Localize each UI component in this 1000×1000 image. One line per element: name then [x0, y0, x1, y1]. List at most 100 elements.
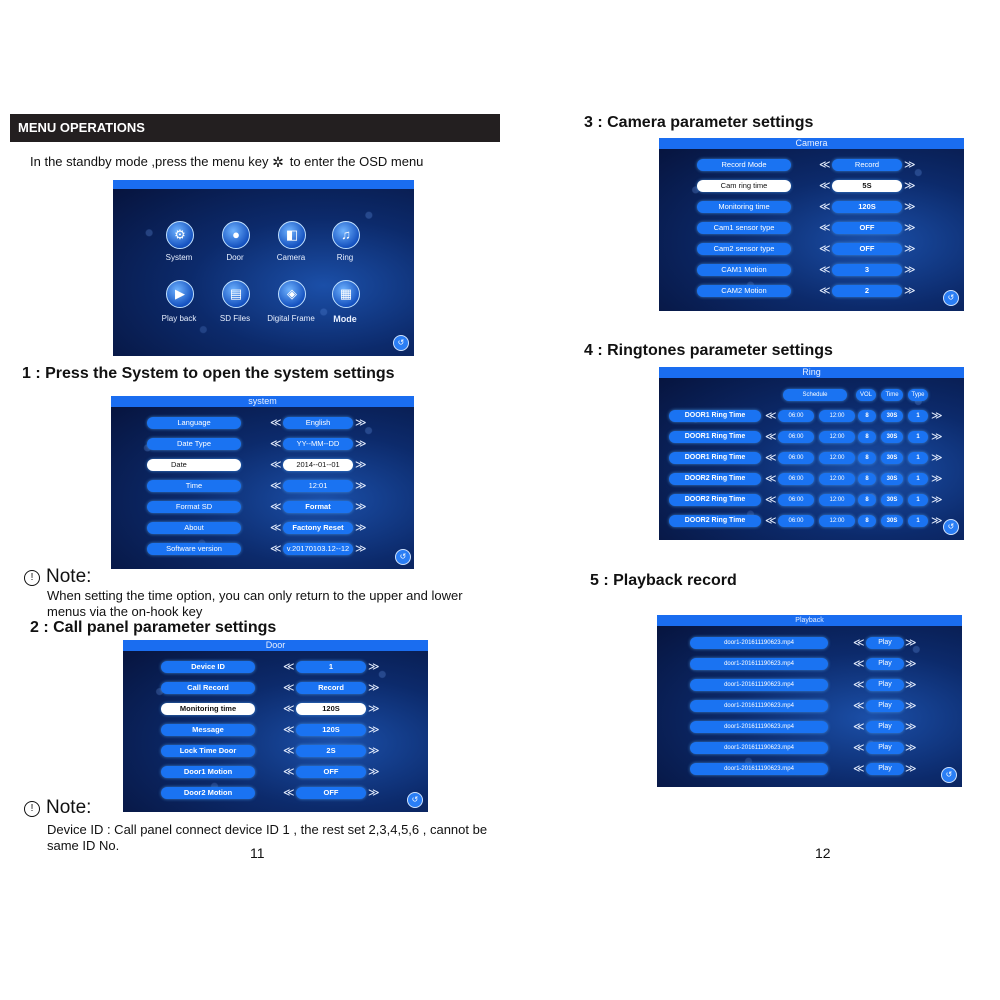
ring-row-start[interactable]: 06:00	[778, 452, 814, 464]
arrow-right-icon[interactable]: ≫	[368, 682, 380, 694]
arrow-right-icon[interactable]: ≫	[905, 637, 917, 649]
camera-label-cam1-sensor-type[interactable]: Cam1 sensor type	[697, 222, 791, 234]
ring-row-type[interactable]: 1	[908, 515, 928, 527]
arrow-left-icon[interactable]: ≪	[270, 522, 282, 534]
arrow-right-icon[interactable]: ≫	[904, 285, 916, 297]
arrow-left-icon[interactable]: ≪	[853, 700, 865, 712]
arrow-left-icon[interactable]: ≪	[853, 763, 865, 775]
arrow-right-icon[interactable]: ≫	[904, 264, 916, 276]
camera-value-cam-ring-time[interactable]: 5S	[832, 180, 902, 192]
playback-play-button[interactable]: Play	[866, 742, 904, 754]
back-icon[interactable]: ↺	[393, 335, 409, 351]
playback-file[interactable]: door1-201611190623.mp4	[690, 721, 828, 733]
arrow-left-icon[interactable]: ≪	[283, 682, 295, 694]
ring-row-type[interactable]: 1	[908, 431, 928, 443]
arrow-left-icon[interactable]: ≪	[765, 452, 777, 464]
arrow-left-icon[interactable]: ≪	[765, 494, 777, 506]
camera-value-record-mode[interactable]: Record	[832, 159, 902, 171]
system-value-format-sd[interactable]: Format	[283, 501, 353, 513]
arrow-left-icon[interactable]: ≪	[819, 285, 831, 297]
ring-row-vol[interactable]: 8	[858, 452, 876, 464]
camera-label-cam2-sensor-type[interactable]: Cam2 sensor type	[697, 243, 791, 255]
arrow-right-icon[interactable]: ≫	[355, 480, 367, 492]
system-label-date[interactable]: Date	[147, 459, 241, 471]
ring-row-type[interactable]: 1	[908, 452, 928, 464]
system-label-language[interactable]: Language	[147, 417, 241, 429]
door-icon[interactable]: ●	[222, 221, 250, 249]
ring-row-end[interactable]: 12:00	[819, 452, 855, 464]
playback-play-button[interactable]: Play	[866, 721, 904, 733]
camera-label-cam1-motion[interactable]: CAM1 Motion	[697, 264, 791, 276]
playback-icon[interactable]: ▶	[166, 280, 194, 308]
ring-icon[interactable]: ♫	[332, 221, 360, 249]
ring-row-label[interactable]: DOOR2 Ring Time	[669, 515, 761, 527]
ring-row-end[interactable]: 12:00	[819, 473, 855, 485]
arrow-left-icon[interactable]: ≪	[853, 679, 865, 691]
digital-frame-icon[interactable]: ◈	[278, 280, 306, 308]
arrow-right-icon[interactable]: ≫	[355, 438, 367, 450]
arrow-right-icon[interactable]: ≫	[931, 431, 943, 443]
arrow-left-icon[interactable]: ≪	[819, 180, 831, 192]
ring-row-time[interactable]: 30S	[881, 410, 903, 422]
ring-row-label[interactable]: DOOR1 Ring Time	[669, 431, 761, 443]
camera-label-record-mode[interactable]: Record Mode	[697, 159, 791, 171]
arrow-left-icon[interactable]: ≪	[819, 243, 831, 255]
arrow-right-icon[interactable]: ≫	[904, 243, 916, 255]
system-label-software-version[interactable]: Software version	[147, 543, 241, 555]
camera-label-cam-ring-time[interactable]: Cam ring time	[697, 180, 791, 192]
arrow-left-icon[interactable]: ≪	[853, 721, 865, 733]
ring-row-time[interactable]: 30S	[881, 494, 903, 506]
system-label-date-type[interactable]: Date Type	[147, 438, 241, 450]
arrow-left-icon[interactable]: ≪	[853, 658, 865, 670]
arrow-left-icon[interactable]: ≪	[270, 438, 282, 450]
ring-row-start[interactable]: 06:00	[778, 410, 814, 422]
camera-value-monitoring-time[interactable]: 120S	[832, 201, 902, 213]
ring-row-vol[interactable]: 8	[858, 494, 876, 506]
door-value-door1-motion[interactable]: OFF	[296, 766, 366, 778]
door-value-device-id[interactable]: 1	[296, 661, 366, 673]
arrow-left-icon[interactable]: ≪	[283, 766, 295, 778]
playback-file[interactable]: door1-201611190623.mp4	[690, 658, 828, 670]
system-value-language[interactable]: English	[283, 417, 353, 429]
back-icon[interactable]: ↺	[941, 767, 957, 783]
arrow-left-icon[interactable]: ≪	[765, 410, 777, 422]
arrow-left-icon[interactable]: ≪	[765, 515, 777, 527]
back-icon[interactable]: ↺	[395, 549, 411, 565]
system-value-time[interactable]: 12:01	[283, 480, 353, 492]
ring-row-vol[interactable]: 8	[858, 431, 876, 443]
camera-label-cam2-motion[interactable]: CAM2 Motion	[697, 285, 791, 297]
arrow-right-icon[interactable]: ≫	[368, 787, 380, 799]
arrow-right-icon[interactable]: ≫	[905, 742, 917, 754]
playback-play-button[interactable]: Play	[866, 658, 904, 670]
door-label-monitoring-time[interactable]: Monitoring time	[161, 703, 255, 715]
system-label-format-sd[interactable]: Format SD	[147, 501, 241, 513]
arrow-left-icon[interactable]: ≪	[270, 417, 282, 429]
door-label-lock-time-door[interactable]: Lock Time Door	[161, 745, 255, 757]
arrow-right-icon[interactable]: ≫	[355, 417, 367, 429]
ring-row-type[interactable]: 1	[908, 473, 928, 485]
arrow-right-icon[interactable]: ≫	[368, 745, 380, 757]
system-label-time[interactable]: Time	[147, 480, 241, 492]
ring-row-label[interactable]: DOOR1 Ring Time	[669, 410, 761, 422]
ring-row-label[interactable]: DOOR2 Ring Time	[669, 473, 761, 485]
arrow-right-icon[interactable]: ≫	[904, 222, 916, 234]
arrow-right-icon[interactable]: ≫	[905, 700, 917, 712]
arrow-right-icon[interactable]: ≫	[368, 724, 380, 736]
arrow-right-icon[interactable]: ≫	[931, 452, 943, 464]
arrow-right-icon[interactable]: ≫	[355, 501, 367, 513]
arrow-right-icon[interactable]: ≫	[904, 201, 916, 213]
arrow-left-icon[interactable]: ≪	[853, 637, 865, 649]
arrow-left-icon[interactable]: ≪	[270, 480, 282, 492]
playback-file[interactable]: door1-201611190623.mp4	[690, 679, 828, 691]
arrow-right-icon[interactable]: ≫	[368, 703, 380, 715]
arrow-left-icon[interactable]: ≪	[270, 459, 282, 471]
ring-row-label[interactable]: DOOR2 Ring Time	[669, 494, 761, 506]
door-label-door2-motion[interactable]: Door2 Motion	[161, 787, 255, 799]
system-value-software-version[interactable]: v.20170103.12--12	[283, 543, 353, 555]
playback-file[interactable]: door1-201611190623.mp4	[690, 700, 828, 712]
playback-play-button[interactable]: Play	[866, 679, 904, 691]
camera-value-cam1-motion[interactable]: 3	[832, 264, 902, 276]
ring-row-end[interactable]: 12:00	[819, 410, 855, 422]
ring-row-label[interactable]: DOOR1 Ring Time	[669, 452, 761, 464]
playback-file[interactable]: door1-201611190623.mp4	[690, 637, 828, 649]
